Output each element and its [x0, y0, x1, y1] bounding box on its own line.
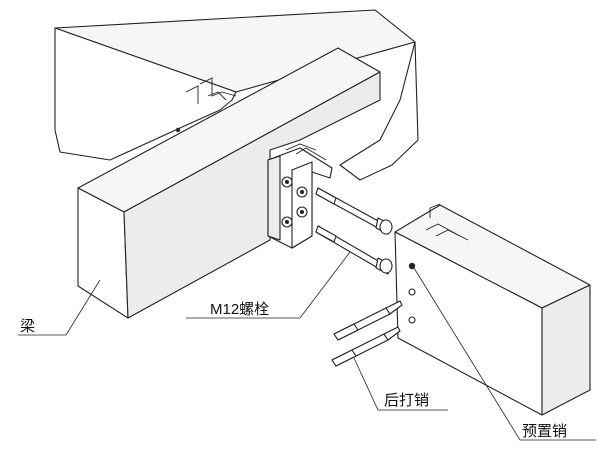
- rear-pin-lower: [331, 326, 401, 367]
- main-beam: [77, 47, 381, 319]
- back-beam: [54, 9, 419, 181]
- beam-label: 梁: [20, 318, 35, 335]
- preset-pin-leader: [413, 267, 596, 441]
- rear-pin-label: 后打销: [384, 392, 429, 409]
- steel-bracket: [267, 143, 333, 249]
- bolt-leader: [186, 251, 351, 319]
- bolt-upper: [315, 187, 393, 235]
- preset-pin-label: 预置销: [522, 423, 567, 440]
- bolt-lower: [315, 225, 393, 275]
- rear-pin-leader: [353, 357, 448, 411]
- beam-leader: [18, 279, 101, 336]
- rear-pin-upper: [333, 300, 403, 341]
- bolt-label: M12螺栓: [210, 301, 269, 318]
- secondary-beam: [394, 203, 591, 416]
